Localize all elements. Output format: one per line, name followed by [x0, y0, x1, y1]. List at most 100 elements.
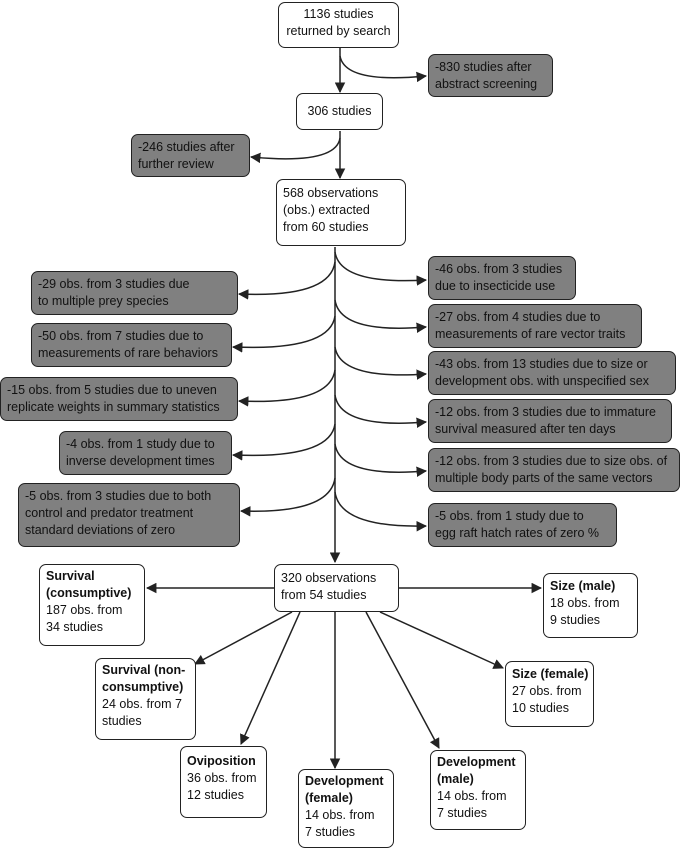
review-exclusion-line-1: -246 studies after	[138, 140, 235, 154]
right-exclusion-5-line-1: -12 obs. from 3 studies due to size obs.…	[435, 454, 668, 468]
left-exclusion-1-line-2: to multiple prey species	[38, 294, 169, 308]
right-exclusion-1-line-1: -46 obs. from 3 studies	[435, 262, 563, 276]
arrow-to-development-male	[365, 611, 440, 749]
survival-consumptive-detail-2: 34 studies	[46, 620, 103, 634]
review-exclusion-box: -246 studies after further review	[131, 134, 250, 177]
left-exclusion-5-line-1: -5 obs. from 3 studies due to both	[25, 489, 212, 503]
outcome-survival-consumptive: Survival (consumptive) 187 obs. from 34 …	[39, 564, 145, 646]
left-exclusion-2: -50 obs. from 7 studies due to measureme…	[31, 323, 232, 367]
right-exclusion-6-line-2: egg raft hatch rates of zero %	[435, 526, 599, 540]
abstract-exclusion-box: -830 studies after abstract screening	[428, 54, 553, 97]
search-line-1: 1136 studies	[303, 7, 374, 21]
left-exclusion-1: -29 obs. from 3 studies due to multiple …	[31, 271, 238, 315]
development-male-detail-2: 7 studies	[437, 806, 488, 820]
left-exclusion-4: -4 obs. from 1 study due to inverse deve…	[59, 431, 232, 475]
left-exclusion-4-line-1: -4 obs. from 1 study due to	[66, 437, 215, 451]
arrow-left-exclusion-4	[231, 423, 336, 461]
final-box: 320 observations from 54 studies	[274, 564, 399, 612]
size-male-detail-2: 9 studies	[550, 613, 601, 627]
extracted-line-3: from 60 studies	[283, 220, 369, 234]
size-female-detail-1: 27 obs. from	[512, 684, 582, 698]
size-female-detail-2: 10 studies	[512, 701, 569, 715]
right-exclusion-6: -5 obs. from 1 study due to egg raft hat…	[428, 503, 617, 547]
right-exclusion-2-line-1: -27 obs. from 4 studies due to	[435, 310, 601, 324]
right-exclusion-4-line-2: survival measured after ten days	[435, 422, 616, 436]
arrow-right-exclusion-6	[334, 491, 428, 532]
extracted-line-1: 568 observations	[283, 186, 379, 200]
arrow-to-survival-nonconsumptive	[194, 611, 293, 665]
final-line-2: from 54 studies	[281, 588, 367, 602]
right-exclusion-5-line-2: multiple body parts of the same vectors	[435, 471, 653, 485]
outcome-survival-nonconsumptive: Survival (non- consumptive) 24 obs. from…	[95, 658, 196, 740]
left-exclusion-3-line-2: replicate weights in summary statistics	[7, 400, 220, 414]
development-female-detail-2: 7 studies	[305, 825, 356, 839]
extracted-box: 568 observations (obs.) extracted from 6…	[276, 179, 406, 246]
outcome-size-male: Size (male) 18 obs. from 9 studies	[543, 573, 638, 638]
extracted-line-2: (obs.) extracted	[283, 203, 370, 217]
outcome-oviposition: Oviposition 36 obs. from 12 studies	[180, 746, 267, 818]
abstract-exclusion-line-2: abstract screening	[435, 77, 538, 91]
survival-nonconsumptive-title-1: Survival (non-	[102, 663, 186, 677]
size-male-detail-1: 18 obs. from	[550, 596, 620, 610]
arrow-to-abstract-exclusion	[339, 55, 428, 83]
development-female-title-1: Development	[305, 774, 384, 788]
right-exclusion-4-line-1: -12 obs. from 3 studies due to immature	[435, 405, 656, 419]
arrow-right-exclusion-1	[334, 251, 428, 286]
oviposition-detail-2: 12 studies	[187, 788, 244, 802]
left-exclusion-1-line-1: -29 obs. from 3 studies due	[38, 277, 190, 291]
arrow-left-exclusion-3	[237, 369, 336, 407]
right-exclusion-6-line-1: -5 obs. from 1 study due to	[435, 509, 584, 523]
oviposition-title-1: Oviposition	[187, 754, 256, 768]
survival-consumptive-title-1: Survival	[46, 569, 95, 583]
development-male-title-2: (male)	[437, 772, 474, 786]
right-exclusion-3: -43 obs. from 13 studies due to size or …	[428, 351, 676, 395]
oviposition-detail-1: 36 obs. from	[187, 771, 257, 785]
left-exclusion-5: -5 obs. from 3 studies due to both contr…	[18, 483, 240, 547]
arrow-to-size-female	[379, 611, 504, 669]
after-abstract-box: 306 studies	[296, 93, 383, 130]
survival-consumptive-detail-1: 187 obs. from	[46, 603, 123, 617]
arrow-left-exclusion-5	[239, 477, 336, 517]
review-exclusion-line-2: further review	[138, 157, 214, 171]
outcome-development-male: Development (male) 14 obs. from 7 studie…	[430, 750, 526, 830]
outcome-development-female: Development (female) 14 obs. from 7 stud…	[298, 769, 394, 848]
arrow-right-exclusion-3	[334, 346, 428, 380]
size-female-title-1: Size (female)	[512, 667, 589, 681]
outcome-size-female: Size (female) 27 obs. from 10 studies	[505, 661, 594, 727]
right-exclusion-1: -46 obs. from 3 studies due to insectici…	[428, 256, 576, 300]
arrow-to-review-exclusion	[249, 137, 341, 164]
right-exclusion-3-line-1: -43 obs. from 13 studies due to size or	[435, 357, 648, 371]
development-male-detail-1: 14 obs. from	[437, 789, 507, 803]
after-abstract-line-1: 306 studies	[307, 104, 372, 118]
left-exclusion-3-line-1: -15 obs. from 5 studies due to uneven	[7, 383, 217, 397]
left-exclusion-5-line-2: control and predator treatment	[25, 506, 194, 520]
arrow-to-oviposition	[240, 611, 301, 745]
search-box: 1136 studies returned by search	[278, 2, 399, 48]
survival-nonconsumptive-detail-2: studies	[102, 714, 142, 728]
arrow-left-exclusion-1	[237, 261, 336, 300]
left-exclusion-5-line-3: standard deviations of zero	[25, 523, 176, 537]
left-exclusion-3: -15 obs. from 5 studies due to uneven re…	[0, 377, 238, 421]
right-exclusion-2-line-2: measurements of rare vector traits	[435, 327, 626, 341]
survival-consumptive-title-2: (consumptive)	[46, 586, 132, 600]
right-exclusion-3-line-2: development obs. with unspecified sex	[435, 374, 650, 388]
left-exclusion-4-line-2: inverse development times	[66, 454, 215, 468]
right-exclusion-5: -12 obs. from 3 studies due to size obs.…	[428, 448, 680, 492]
survival-nonconsumptive-detail-1: 24 obs. from 7	[102, 697, 182, 711]
development-male-title-1: Development	[437, 755, 516, 769]
left-exclusion-2-line-2: measurements of rare behaviors	[38, 346, 218, 360]
right-exclusion-1-line-2: due to insecticide use	[435, 279, 556, 293]
development-female-detail-1: 14 obs. from	[305, 808, 375, 822]
abstract-exclusion-line-1: -830 studies after	[435, 60, 532, 74]
arrow-right-exclusion-5	[334, 443, 428, 477]
search-line-2: returned by search	[286, 24, 391, 38]
right-exclusion-2: -27 obs. from 4 studies due to measureme…	[428, 304, 642, 348]
left-exclusion-2-line-1: -50 obs. from 7 studies due to	[38, 329, 204, 343]
final-line-1: 320 observations	[281, 571, 377, 585]
development-female-title-2: (female)	[305, 791, 353, 805]
right-exclusion-4: -12 obs. from 3 studies due to immature …	[428, 399, 672, 443]
size-male-title-1: Size (male)	[550, 579, 616, 593]
arrow-left-exclusion-2	[231, 315, 336, 353]
